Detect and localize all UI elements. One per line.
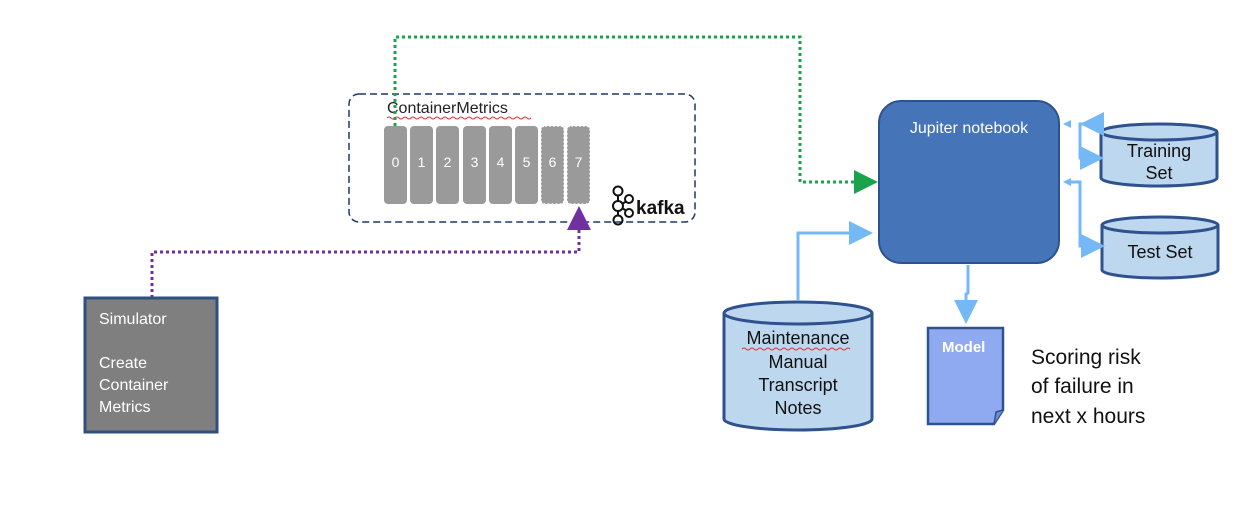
simulator-box: Simulator Create Container Metrics [83, 296, 219, 434]
scoring-note-line3: next x hours [1031, 405, 1145, 428]
maintenance-notes-cylinder: Maintenance Manual Transcript Notes [722, 300, 874, 432]
svg-text:1: 1 [418, 154, 426, 170]
maintenance-label-line1: Maintenance [746, 328, 849, 348]
maintenance-label-line2: Manual [768, 352, 827, 372]
svg-text:6: 6 [549, 154, 557, 170]
spellcheck-underline [386, 116, 532, 120]
training-set-label-line2: Set [1145, 163, 1172, 183]
training-set-cylinder: Training Set [1099, 122, 1219, 188]
scoring-note-line1: Scoring risk [1031, 346, 1141, 369]
spellcheck-underline-maintenance [741, 347, 851, 351]
partition-6: 6 [540, 125, 565, 205]
kafka-topic-border [348, 93, 696, 223]
svg-text:2: 2 [444, 154, 452, 170]
model-label: Model [942, 339, 985, 356]
notebook-to-model-arrow [954, 265, 978, 324]
purple-flow-arrow [150, 206, 591, 298]
partition-4: 4 [489, 126, 512, 204]
green-flow-arrow [393, 35, 878, 194]
kafka-topic-box: ContainerMetrics 0 1 2 3 4 5 6 [348, 93, 696, 226]
topic-title: ContainerMetrics [387, 100, 508, 117]
test-set-back-arrowhead [1063, 178, 1071, 186]
training-set-label-line1: Training [1127, 141, 1191, 161]
model-document: Model [926, 326, 1005, 426]
test-set-link-arrow [1070, 180, 1105, 258]
jupiter-notebook-box: Jupiter notebook [878, 100, 1060, 264]
simulator-desc-line2: Container [99, 377, 169, 394]
kafka-logo-icon [612, 185, 634, 226]
simulator-desc-line3: Metrics [99, 399, 151, 416]
simulator-desc-line1: Create [99, 355, 147, 372]
training-set-link-arrow [1078, 112, 1104, 170]
simulator-title: Simulator [99, 311, 167, 328]
svg-text:0: 0 [392, 154, 400, 170]
maintenance-label-line3: Transcript [758, 375, 837, 395]
partition-1: 1 [410, 126, 433, 204]
svg-text:5: 5 [523, 154, 531, 170]
partition-7: 7 [566, 125, 591, 205]
notebook-label: Jupiter notebook [910, 120, 1029, 137]
test-set-label: Test Set [1127, 242, 1192, 262]
svg-text:3: 3 [471, 154, 479, 170]
training-set-back-arrowhead [1063, 120, 1071, 128]
svg-text:7: 7 [575, 154, 583, 170]
test-set-cylinder: Test Set [1100, 215, 1220, 280]
scoring-note: Scoring risk of failure in next x hours [1031, 346, 1145, 428]
maintenance-label-line4: Notes [774, 398, 821, 418]
partition-5: 5 [515, 126, 538, 204]
kafka-logo-text: kafka [636, 198, 685, 219]
partition-2: 2 [436, 126, 459, 204]
partition-3: 3 [463, 126, 486, 204]
svg-text:4: 4 [497, 154, 505, 170]
partition-0: 0 [384, 126, 407, 204]
scoring-note-line2: of failure in [1031, 375, 1134, 398]
maintenance-to-notebook-arrow [796, 221, 873, 300]
